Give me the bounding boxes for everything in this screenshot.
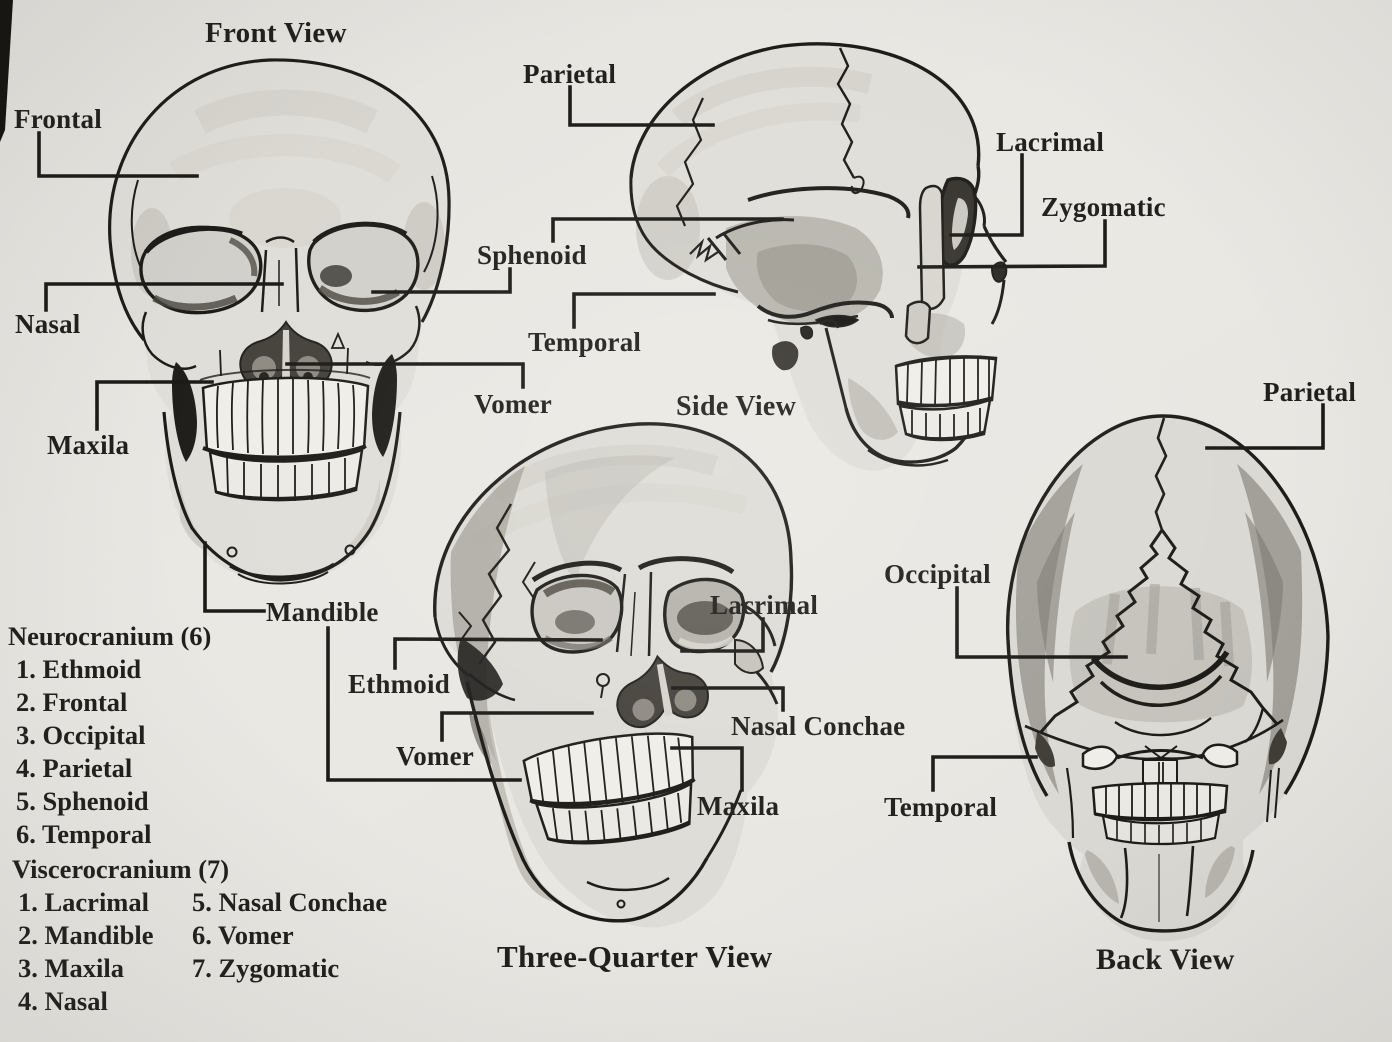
neurocranium-item-2: 2. Frontal: [16, 687, 128, 717]
front-skull-washes: [109, 59, 450, 585]
label-vomer-front: Vomer: [474, 389, 552, 419]
back-skull-washes: [1007, 416, 1329, 942]
neurocranium-list: Neurocranium (6) 1. Ethmoid 2. Frontal 3…: [8, 620, 211, 851]
label-zygomatic: Zygomatic: [1041, 192, 1166, 222]
viscerocranium-item-2: 2. Mandible: [18, 920, 154, 950]
label-temporal-back: Temporal: [884, 792, 998, 822]
title-front-view: Front View: [205, 17, 347, 49]
side-skull-teeth: [894, 355, 998, 442]
viscerocranium-item-7: 7. Zygomatic: [192, 953, 340, 983]
neurocranium-title: Neurocranium (6): [8, 621, 212, 651]
label-vomer-tq: Vomer: [396, 741, 474, 771]
photo-edge-shadow: [0, 0, 13, 142]
front-skull-teeth: [199, 368, 371, 502]
front-view-skull-drawing: [108, 58, 451, 585]
label-maxila-tq: Maxila: [697, 791, 780, 821]
label-ethmoid: Ethmoid: [348, 669, 450, 699]
label-frontal: Frontal: [14, 104, 102, 134]
label-parietal-back: Parietal: [1263, 377, 1357, 407]
title-three-quarter-view: Three-Quarter View: [497, 939, 773, 974]
viscerocranium-item-5: 5. Nasal Conchae: [192, 887, 388, 917]
label-temporal-side: Temporal: [528, 327, 642, 357]
viscerocranium-item-1: 1. Lacrimal: [18, 887, 149, 917]
viscerocranium-item-6: 6. Vomer: [192, 920, 294, 950]
label-lacrimal-side: Lacrimal: [996, 127, 1105, 157]
label-maxila-front: Maxila: [47, 430, 130, 460]
viscerocranium-title: Viscerocranium (7): [12, 854, 230, 884]
title-side-view: Side View: [676, 391, 797, 422]
neurocranium-item-5: 5. Sphenoid: [16, 786, 149, 816]
viscerocranium-item-4: 4. Nasal: [18, 986, 108, 1016]
viscerocranium-list: Viscerocranium (7) 1. Lacrimal 5. Nasal …: [12, 853, 387, 1018]
neurocranium-item-6: 6. Temporal: [16, 819, 152, 849]
neurocranium-item-3: 3. Occipital: [16, 720, 146, 750]
label-nasal-conchae: Nasal Conchae: [731, 711, 906, 741]
label-parietal-side: Parietal: [523, 59, 617, 89]
label-mandible: Mandible: [266, 597, 379, 627]
label-sphenoid: Sphenoid: [477, 240, 587, 270]
back-view-skull-drawing: [1006, 414, 1330, 942]
neurocranium-item-4: 4. Parietal: [16, 753, 133, 783]
title-back-view: Back View: [1096, 943, 1235, 976]
label-nasal: Nasal: [15, 309, 81, 339]
label-occipital: Occipital: [884, 559, 991, 589]
back-skull-teeth: [1091, 781, 1229, 846]
side-view-skull-drawing: [629, 42, 1008, 471]
neurocranium-item-1: 1. Ethmoid: [16, 654, 142, 684]
side-skull-washes: [631, 43, 979, 471]
viscerocranium-item-3: 3. Maxila: [18, 953, 124, 983]
three-quarter-view-skull-drawing: [433, 422, 794, 928]
label-lacrimal-tq: Lacrimal: [710, 590, 819, 620]
